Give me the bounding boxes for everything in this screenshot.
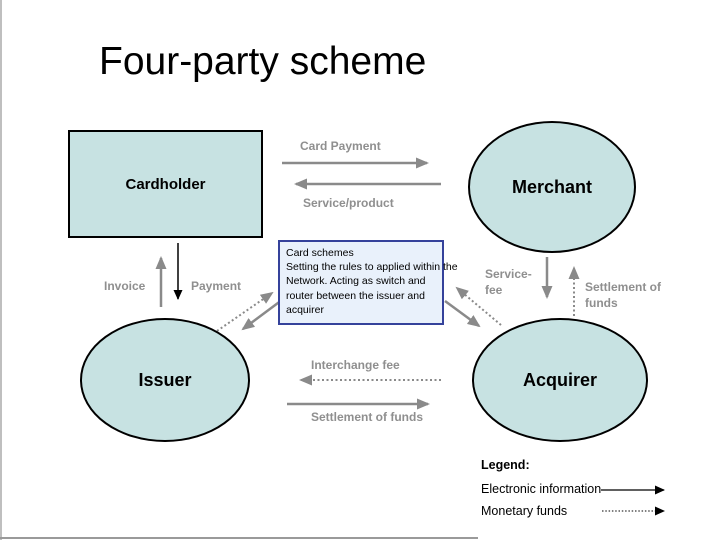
page-title: Four-party scheme [99, 40, 427, 83]
issuer-label: Issuer [138, 369, 192, 390]
legend-monetary-funds: Monetary funds [481, 504, 568, 518]
scheme-to-acquirer-arrow [444, 299, 481, 328]
scheme-box-line: acquirer [286, 303, 324, 316]
legend-electronic-information: Electronic information [481, 482, 602, 496]
service-fee-label: Service- fee [485, 267, 532, 297]
merchant-label: Merchant [511, 176, 592, 197]
settlement-of-funds-right-label: Settlement of funds [585, 280, 662, 310]
issuer-to-scheme-dotted-arrow [216, 291, 274, 332]
acquirer-to-scheme-dotted-arrow [455, 286, 502, 326]
scheme-box-line: Setting the rules to applied within the [286, 261, 458, 274]
legend-title: Legend: [481, 458, 530, 472]
card-payment-label: Card Payment [300, 139, 381, 153]
cardholder-label: Cardholder [125, 175, 206, 193]
invoice-label: Invoice [104, 279, 146, 293]
payment-label: Payment [191, 279, 242, 293]
scheme-box-line: Card schemes [286, 247, 354, 259]
service-product-label: Service/product [303, 196, 394, 210]
scheme-box-line: router between the issuer and [286, 289, 425, 302]
scheme-box-line: Network. Acting as switch and [286, 275, 426, 288]
slide-left-edge-line [0, 0, 2, 540]
node-acquirer: Acquirer [472, 318, 648, 442]
acquirer-label: Acquirer [522, 369, 598, 390]
card-schemes-box: Card schemes Setting the rules to applie… [278, 240, 458, 325]
node-issuer: Issuer [80, 318, 250, 442]
node-merchant: Merchant [468, 121, 636, 253]
interchange-fee-label: Interchange fee [311, 358, 400, 372]
settlement-of-funds-bottom-label: Settlement of funds [311, 410, 424, 424]
slide-bottom-edge-line [0, 537, 478, 539]
node-cardholder: Cardholder [68, 130, 263, 238]
